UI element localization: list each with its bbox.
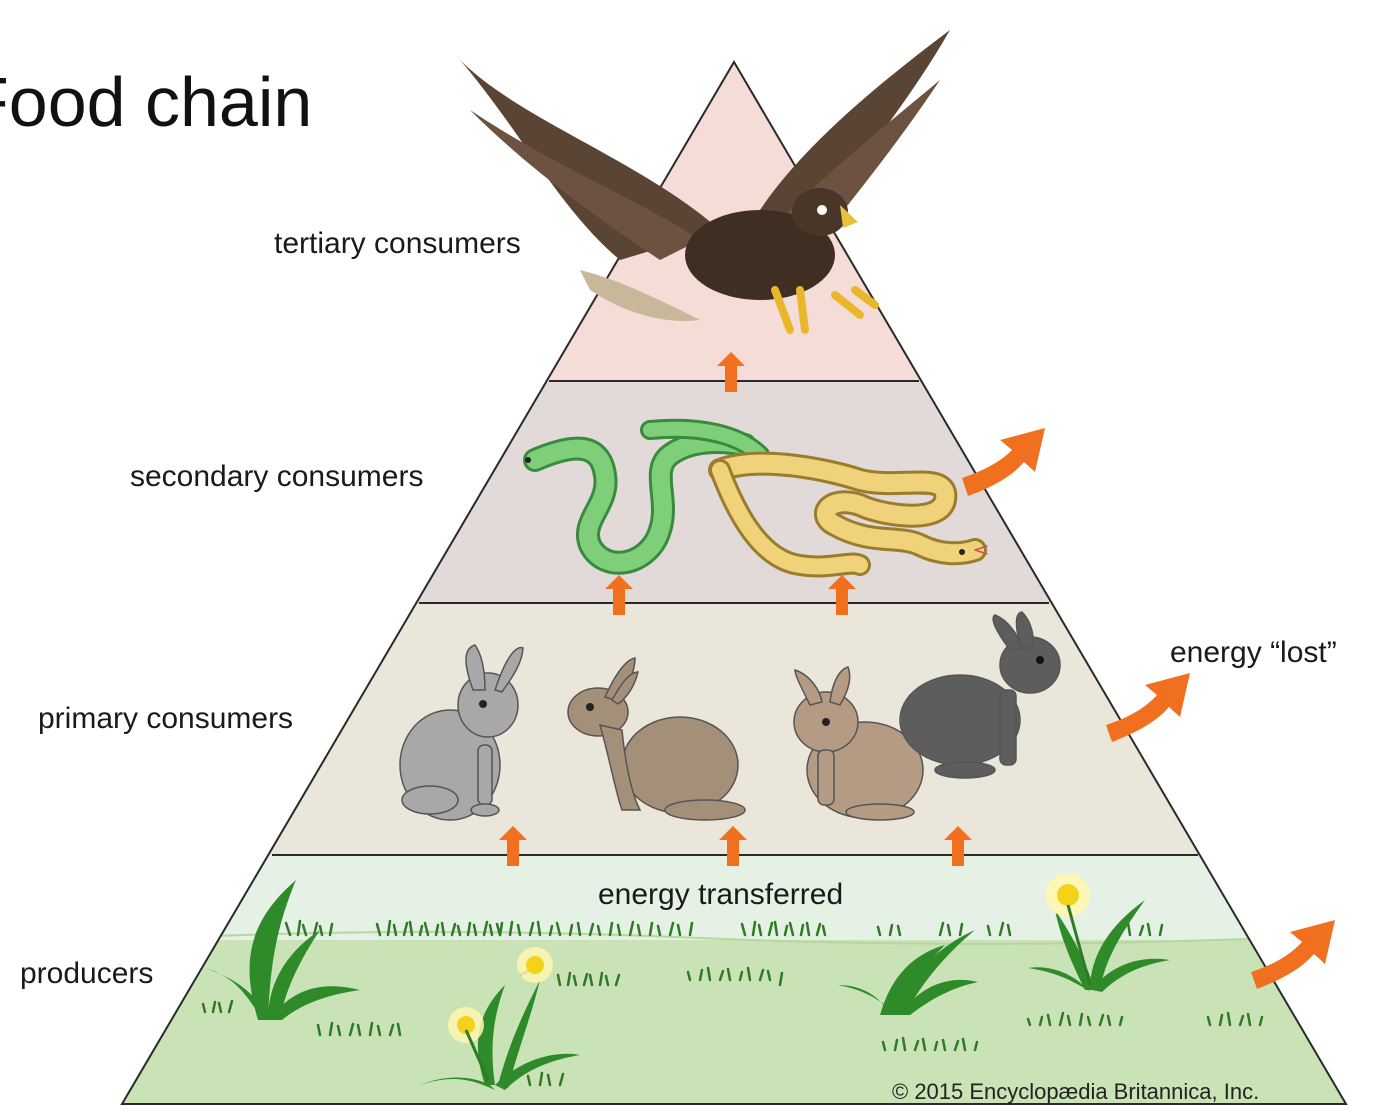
up-arrow-icon <box>499 826 527 866</box>
curved-arrow-icon <box>1251 920 1335 989</box>
energy-transferred-arrows <box>499 352 972 866</box>
up-arrow-icon <box>717 352 745 392</box>
tier-label-producers: producers <box>20 957 154 990</box>
copyright-credit: © 2015 Encyclopædia Britannica, Inc. <box>892 1079 1260 1104</box>
up-arrow-icon <box>605 575 633 615</box>
up-arrow-icon <box>828 575 856 615</box>
up-arrow-icon <box>944 826 972 866</box>
curved-arrow-icon <box>962 428 1045 496</box>
tier-label-tertiary: tertiary consumers <box>274 227 521 260</box>
tier-label-secondary: secondary consumers <box>130 460 424 493</box>
energy-lost-arrows <box>962 428 1335 989</box>
page-title: Food chain <box>0 63 313 141</box>
energy-lost-label: energy “lost” <box>1170 636 1337 669</box>
producers-illustration <box>201 873 1264 1090</box>
eagle-illustration <box>460 30 950 334</box>
tier-label-primary: primary consumers <box>38 702 294 735</box>
up-arrow-icon <box>719 826 747 866</box>
tier-producers-ground <box>122 940 1346 1104</box>
snakes-illustration <box>523 418 988 578</box>
curved-arrow-icon <box>1106 673 1190 742</box>
rabbits-illustration <box>399 611 1061 821</box>
energy-transferred-label: energy transferred <box>598 878 844 911</box>
